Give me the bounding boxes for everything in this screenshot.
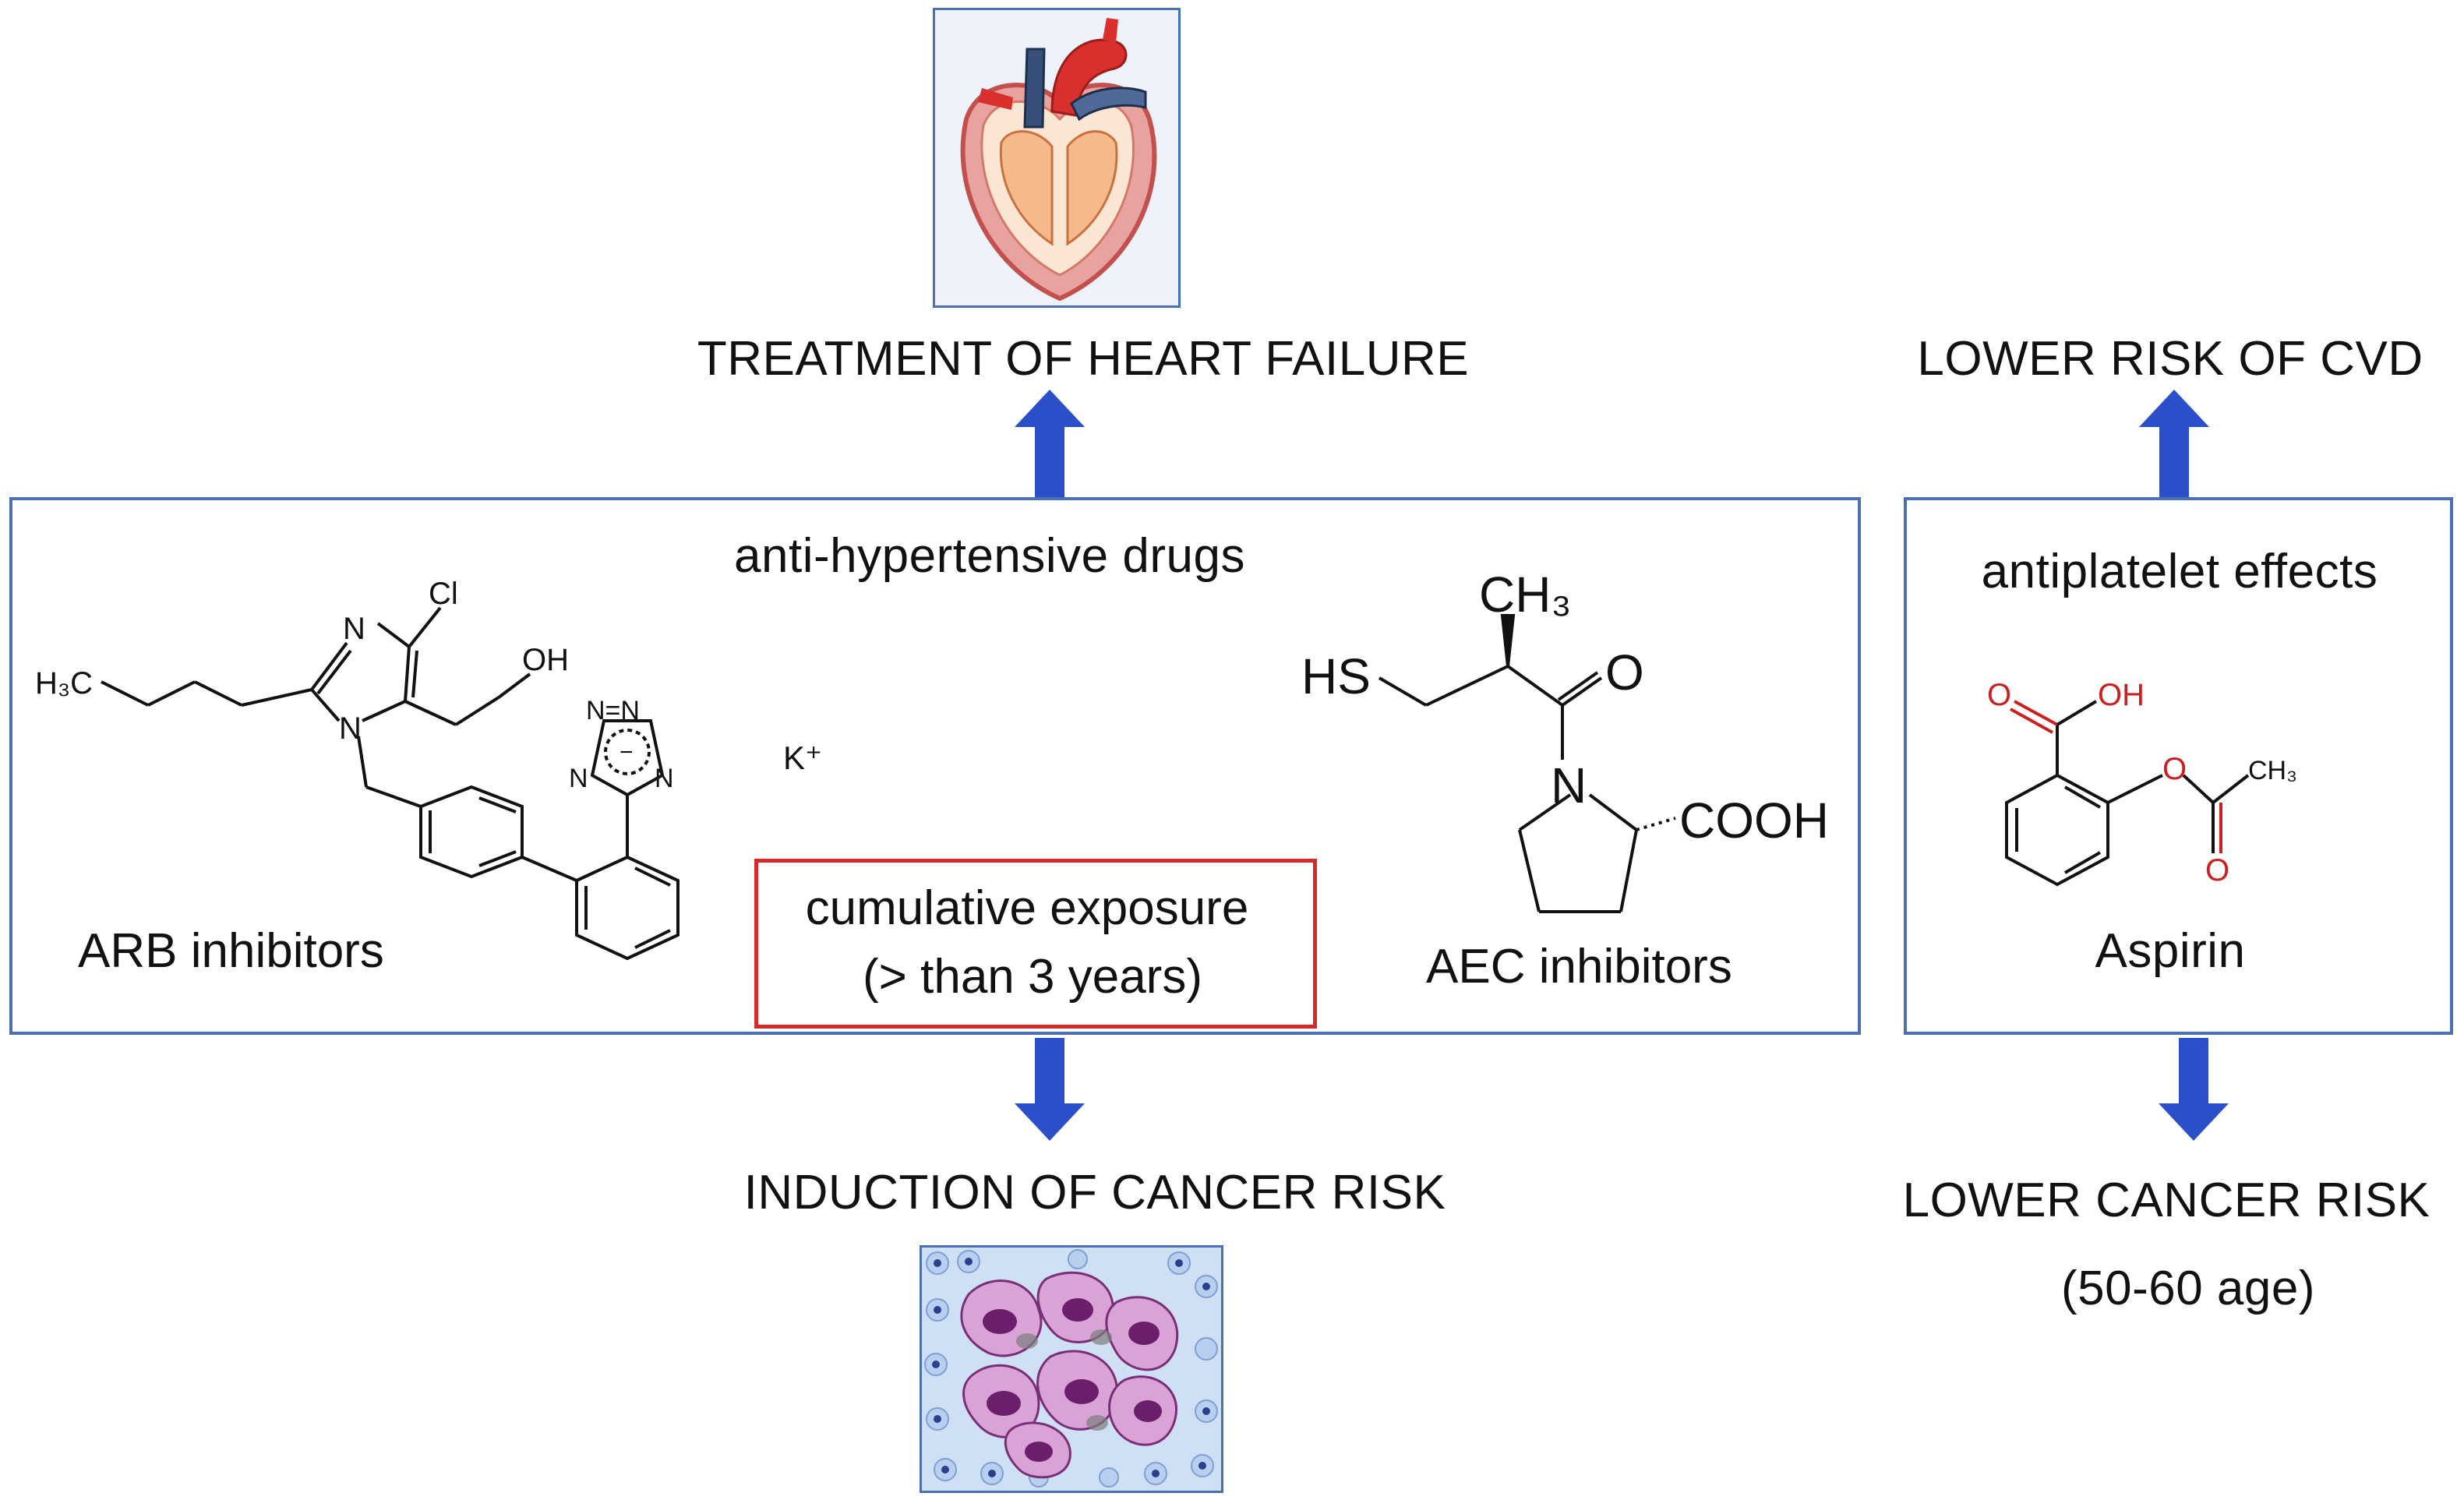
exposure-line-1: cumulative exposure (805, 881, 1249, 935)
ester-o-label: O (2162, 752, 2187, 786)
lower-cancer-risk-heading: LOWER CANCER RISK (1902, 1174, 2430, 1227)
n-atom-label: N (1551, 757, 1587, 814)
heart-icon (935, 10, 1178, 305)
up-arrow-icon (1015, 390, 1085, 497)
svg-text:N=N: N=N (586, 696, 640, 725)
age-range-subheading: (50-60 age) (2060, 1262, 2316, 1315)
cancer-risk-heading: INDUCTION OF CANCER RISK (743, 1166, 1446, 1219)
n-atom-label: N (343, 612, 365, 646)
losartan-structure: H₃C N N Cl OH N=N N N − (35, 577, 680, 961)
heart-illustration (933, 8, 1181, 308)
h3c-label: H₃C (35, 666, 93, 701)
carbonyl-o-label: O (1605, 644, 1644, 701)
down-arrow-icon (2159, 1038, 2229, 1141)
carboxyl-o-label: O (1987, 678, 2011, 712)
svg-text:N: N (655, 764, 674, 793)
antiplatelet-title: antiplatelet effects (1981, 545, 2378, 598)
up-arrow-icon (2139, 390, 2209, 497)
svg-text:N: N (569, 764, 588, 793)
heart-failure-heading: TREATMENT OF HEART FAILURE (697, 332, 1470, 386)
ch3-label: CH₃ (1479, 566, 1572, 623)
exposure-line-2: (> than 3 years) (863, 950, 1202, 1004)
oh-label: OH (522, 643, 569, 677)
n-atom-label: N (339, 711, 362, 746)
hydroxyl-label: OH (2098, 678, 2145, 712)
arb-inhibitors-label: ARB inhibitors (78, 924, 384, 978)
aec-inhibitors-label: AEC inhibitors (1426, 940, 1732, 994)
svg-text:−: − (620, 739, 634, 765)
antiplatelet-box (1904, 497, 2453, 1035)
anti-hypertensive-title: anti-hypertensive drugs (734, 529, 1245, 583)
hs-label: HS (1301, 648, 1371, 704)
cooh-label: COOH (1679, 792, 1829, 849)
captopril-structure: CH₃ HS O N COOH (1301, 566, 1829, 913)
down-arrow-icon (1015, 1038, 1085, 1141)
potassium-ion-label: K⁺ (783, 739, 823, 776)
ch3-label: CH₃ (2248, 756, 2297, 785)
cvd-risk-heading: LOWER RISK OF CVD (1917, 332, 2423, 386)
aspirin-structure: O OH O CH₃ O (1987, 678, 2297, 888)
aspirin-label: Aspirin (2095, 924, 2246, 978)
cancer-cells-icon (922, 1248, 1221, 1491)
cancer-cells-illustration (920, 1245, 1223, 1493)
anti-hypertensive-box (9, 497, 1861, 1035)
acetyl-o-label: O (2205, 853, 2229, 888)
cumulative-exposure-box (754, 859, 1317, 1029)
cl-label: Cl (429, 577, 458, 611)
